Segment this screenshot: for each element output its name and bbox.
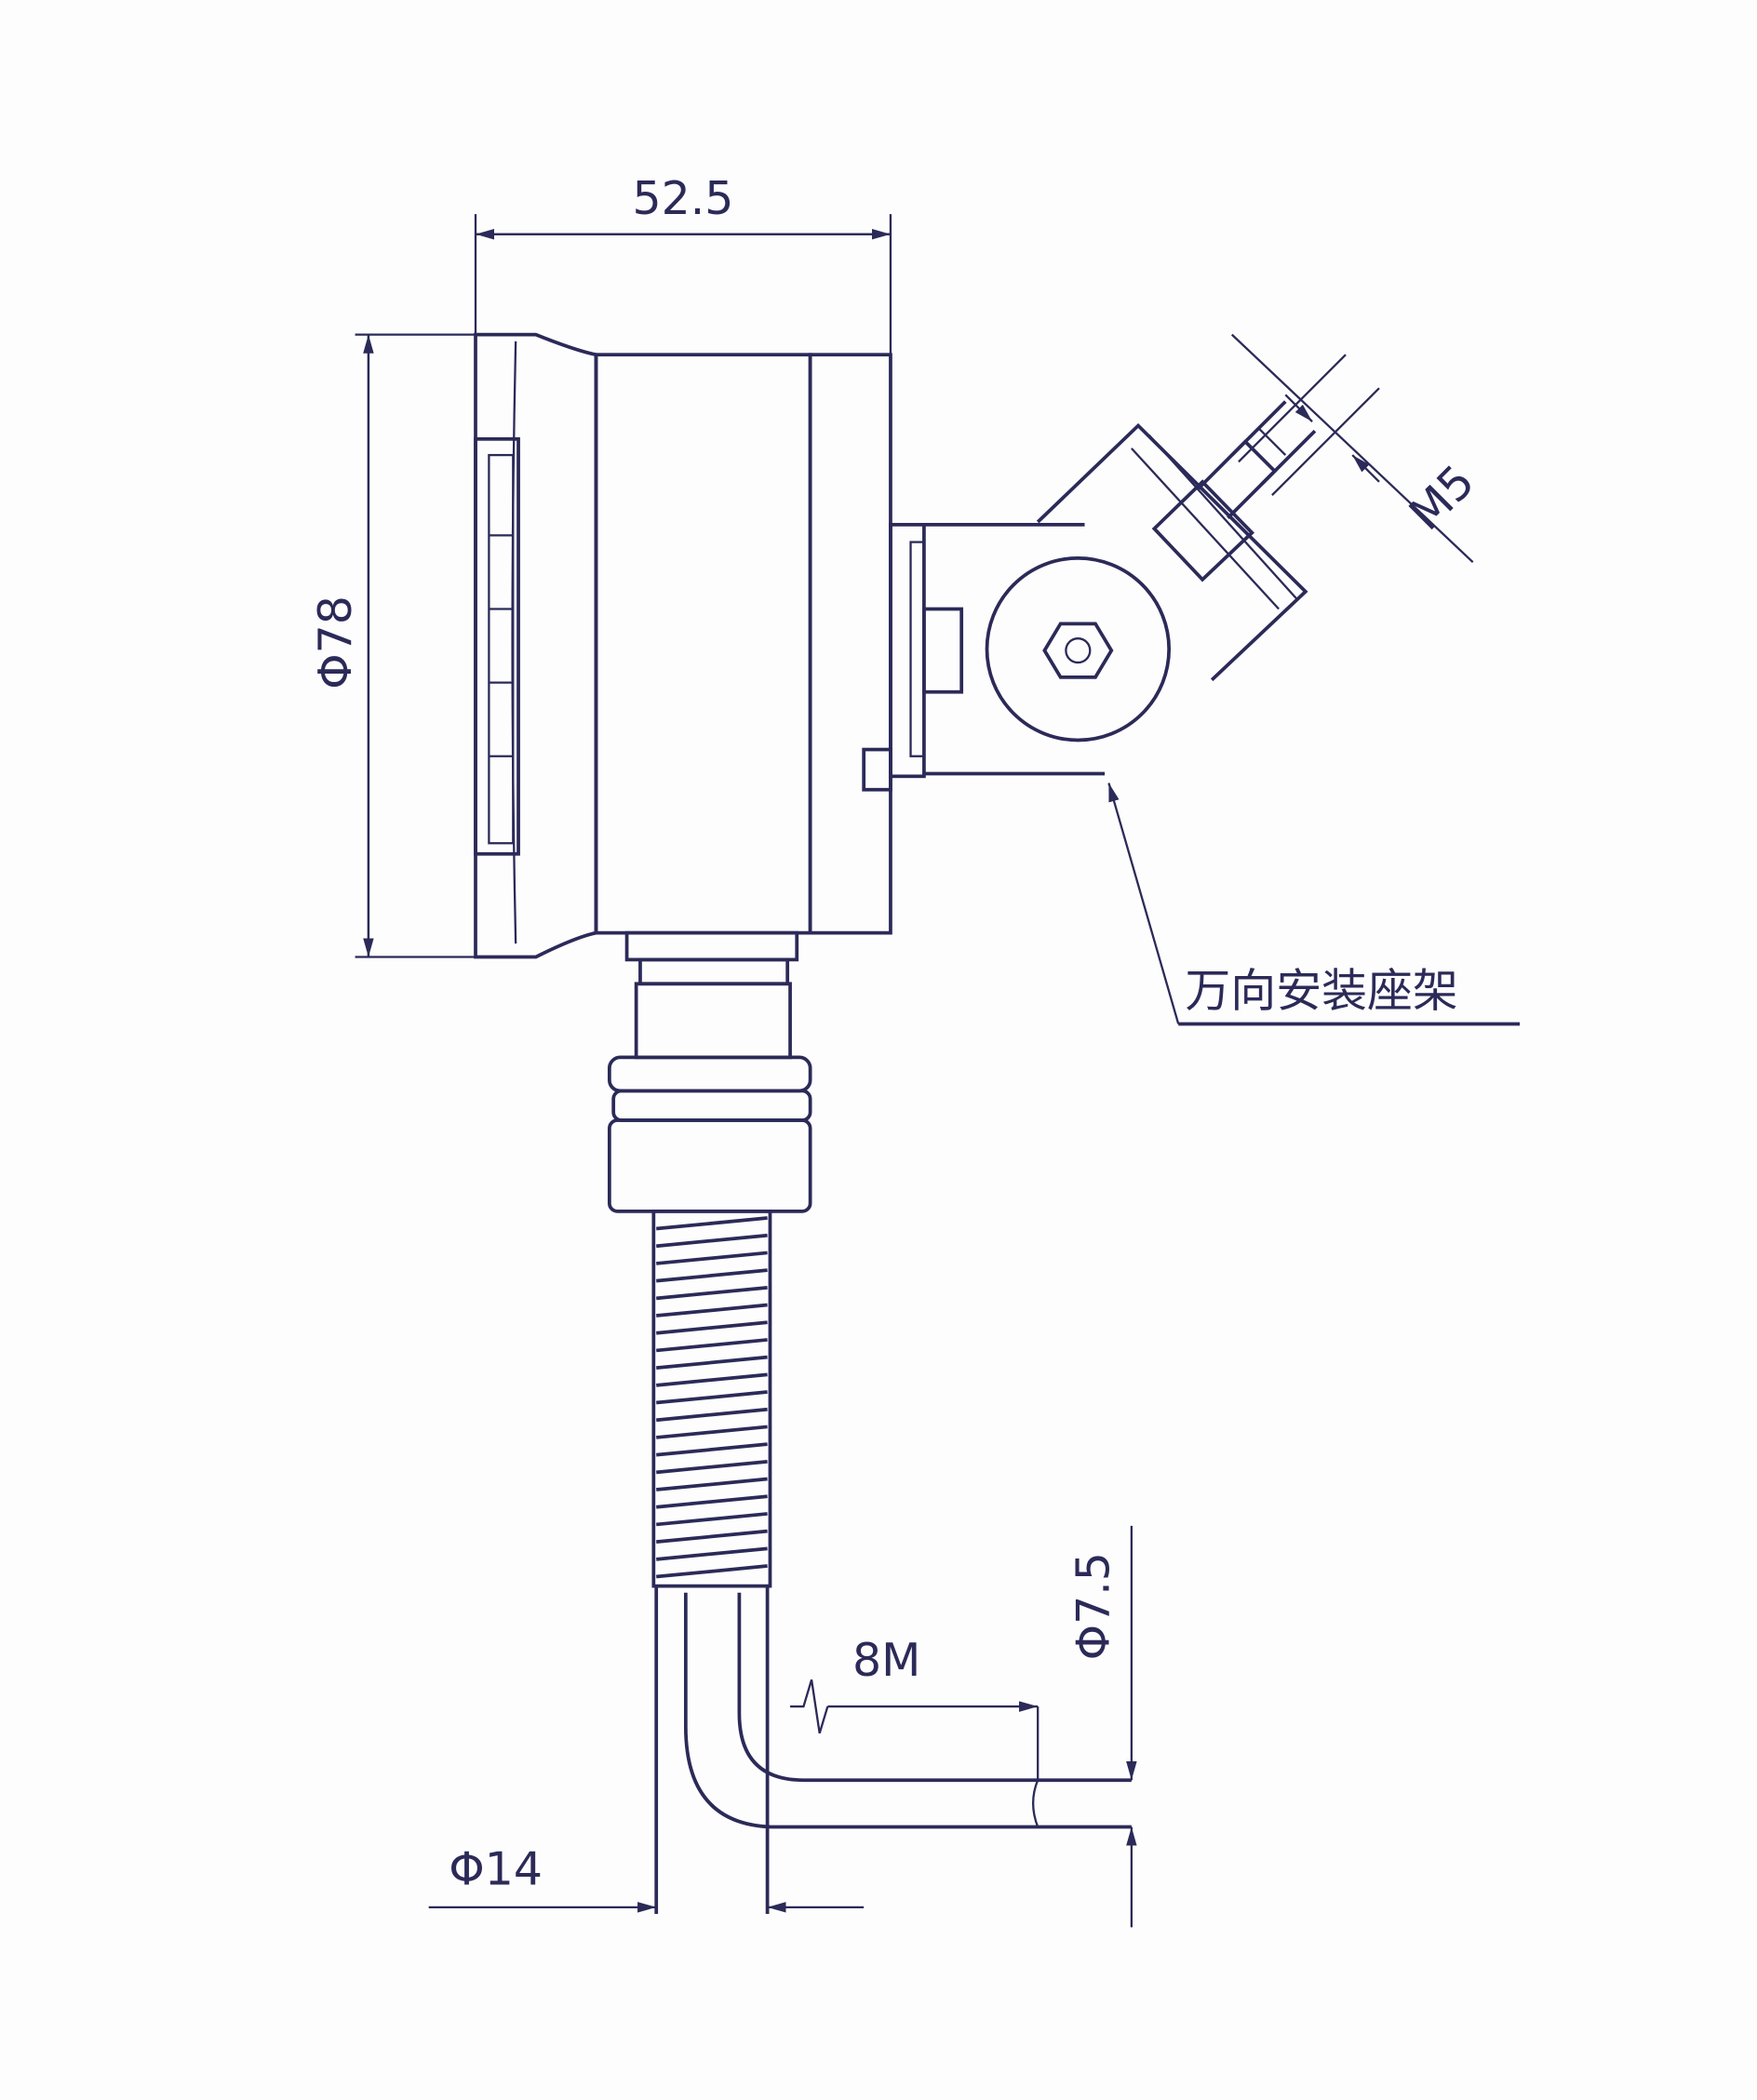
spring-coil <box>656 1546 768 1561</box>
spring-coil <box>656 1320 768 1335</box>
spring-coil <box>656 1372 768 1387</box>
cable-length-dimension: 8M <box>790 1634 1039 1734</box>
bolt-label: M5 <box>1399 455 1484 541</box>
cable-label: 8M <box>852 1634 920 1687</box>
spring-coil <box>656 1355 768 1371</box>
width-label: 52.5 <box>633 172 734 225</box>
spring-coil <box>656 1459 768 1475</box>
bolt-dimension: M5 <box>1230 333 1485 564</box>
spring-coil <box>656 1390 768 1405</box>
mount-callout: 万向安装座架 <box>1107 782 1521 1026</box>
spring-coil <box>656 1529 768 1545</box>
cable-diameter-dimension: Φ7.5 <box>1066 1525 1137 1928</box>
diameter-label: Φ78 <box>309 595 362 689</box>
tube-diameter-label: Φ14 <box>449 1842 543 1895</box>
tube-and-cable <box>654 1585 1132 1915</box>
spring-coil <box>656 1564 768 1579</box>
tube-diameter-dimension: Φ14 <box>428 1842 865 1913</box>
width-dimension: 52.5 <box>474 172 892 442</box>
spring-coil <box>656 1425 768 1439</box>
spring-coil <box>656 1268 768 1283</box>
spring-coil <box>656 1494 768 1509</box>
spring-coil <box>656 1407 768 1423</box>
universal-mount-bracket <box>862 400 1317 792</box>
spring-coil <box>656 1512 768 1527</box>
diameter-dimension: Φ78 <box>309 333 536 958</box>
spring-sleeve <box>651 1209 772 1588</box>
mount-label: 万向安装座架 <box>1185 965 1457 1018</box>
spring-coil <box>656 1303 768 1318</box>
connector-fittings <box>607 930 812 1213</box>
spring-coil <box>656 1285 768 1301</box>
spring-coil <box>656 1216 768 1231</box>
hex-nut-icon <box>1042 622 1114 679</box>
spring-coil <box>656 1233 768 1249</box>
spring-coil <box>656 1442 768 1457</box>
cable-diameter-label: Φ7.5 <box>1066 1552 1120 1660</box>
gauge-body <box>474 332 892 959</box>
spring-coil <box>656 1338 768 1353</box>
spring-coil <box>656 1251 768 1265</box>
spring-coil <box>656 1477 768 1491</box>
